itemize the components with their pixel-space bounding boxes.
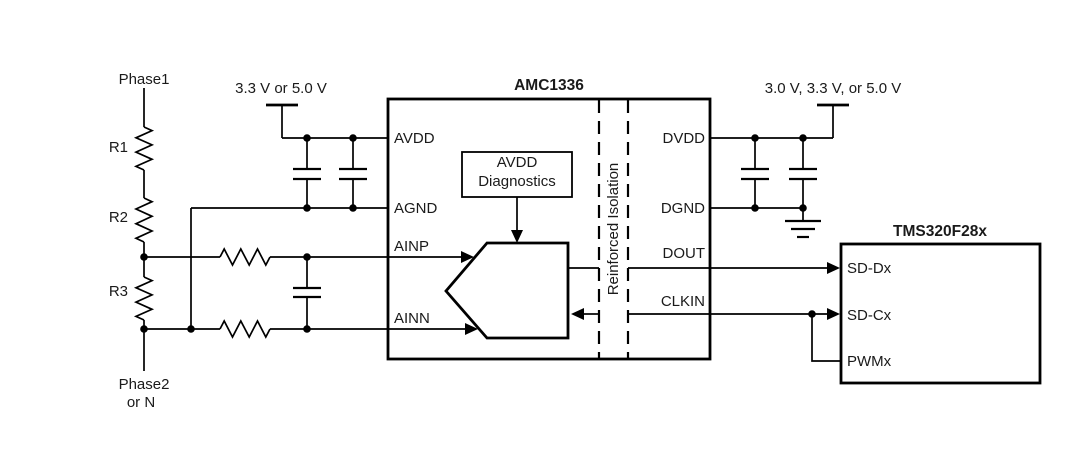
- junction-dot: [799, 204, 807, 212]
- pin-label-agnd: AGND: [394, 200, 438, 217]
- junction-dot: [303, 325, 311, 333]
- junction-dot: [303, 134, 311, 142]
- right-arrowhead-icon: [465, 323, 478, 335]
- differential-filter-capacitor: [293, 257, 321, 329]
- resistor-r3-label: R3: [109, 283, 128, 300]
- avdd-diagnostics-box: AVDD Diagnostics: [461, 151, 573, 243]
- pin-label-sd-d: SD-Dx: [847, 260, 892, 277]
- diagnostics-label-line2: Diagnostics: [478, 173, 556, 190]
- junction-dot: [751, 134, 759, 142]
- digital-supply-label: 3.0 V, 3.3 V, or 5.0 V: [765, 80, 902, 97]
- right-arrowhead-icon: [827, 308, 840, 320]
- right-arrowhead-icon: [827, 262, 840, 274]
- left-arrowhead-icon: [571, 308, 584, 320]
- junction-dot: [808, 310, 816, 318]
- pin-label-pwm: PWMx: [847, 353, 892, 370]
- pwm-feedback-wire: [811, 314, 841, 362]
- resistor-r3: [133, 276, 155, 321]
- analog-supply-label: 3.3 V or 5.0 V: [235, 80, 327, 97]
- pin-label-dgnd: DGND: [661, 200, 705, 217]
- delta-sigma-modulator-symbol: [444, 241, 570, 340]
- phase2-label-line2: or N: [127, 394, 155, 411]
- isolation-label: Reinforced Isolation: [605, 163, 622, 296]
- pin-label-dout: DOUT: [663, 245, 706, 262]
- junction-dot: [303, 253, 311, 261]
- agnd-return-net: [187, 207, 388, 333]
- resistor-r1-label: R1: [109, 139, 128, 156]
- analog-supply: 3.3 V or 5.0 V: [235, 80, 388, 212]
- junction-dot: [349, 134, 357, 142]
- pin-label-sd-c: SD-Cx: [847, 307, 892, 324]
- mcu-title: TMS320F28x: [893, 223, 987, 240]
- ainp-series-resistor: [219, 247, 271, 267]
- pin-label-ainn: AINN: [394, 310, 430, 327]
- digital-supply: 3.0 V, 3.3 V, or 5.0 V: [710, 80, 902, 239]
- diagnostics-outline: [461, 151, 573, 198]
- pin-label-ainp: AINP: [394, 238, 429, 255]
- decoupling-capacitor: [293, 138, 321, 208]
- resistor-r2: [133, 197, 155, 243]
- amc1336-outline: [386, 97, 712, 361]
- phase1-label: Phase1: [119, 71, 170, 88]
- ainn-series-resistor: [219, 319, 271, 339]
- pin-label-clkin: CLKIN: [661, 293, 705, 310]
- mcu-outline: [839, 242, 1042, 385]
- input-filter-network: [144, 247, 466, 339]
- decoupling-capacitor: [789, 138, 817, 208]
- pin-label-avdd: AVDD: [394, 130, 435, 147]
- diagnostics-label-line1: AVDD: [497, 154, 538, 171]
- pin-label-dvdd: DVDD: [662, 130, 705, 147]
- decoupling-capacitor: [339, 138, 367, 208]
- isolation-barrier: Reinforced Isolation: [597, 100, 630, 358]
- amc1336-block: AMC1336 AVDD AGND AINP AINN DVDD DGND DO…: [386, 77, 828, 361]
- decoupling-capacitor: [741, 138, 769, 208]
- resistor-r2-label: R2: [109, 209, 128, 226]
- phase2-label-line1: Phase2: [119, 376, 170, 393]
- junction-dot: [751, 204, 759, 212]
- resistor-r1: [133, 126, 155, 171]
- mcu-block: TMS320F28x SD-Dx SD-Cx PWMx: [808, 223, 1042, 385]
- down-arrowhead-icon: [511, 230, 523, 243]
- junction-dot: [799, 134, 807, 142]
- right-arrowhead-icon: [461, 251, 474, 263]
- phase-input-network: Phase1 R1 R2 R3 Phase2 or N: [109, 71, 170, 411]
- ground-symbol: [785, 208, 821, 239]
- amc1336-title: AMC1336: [514, 77, 584, 94]
